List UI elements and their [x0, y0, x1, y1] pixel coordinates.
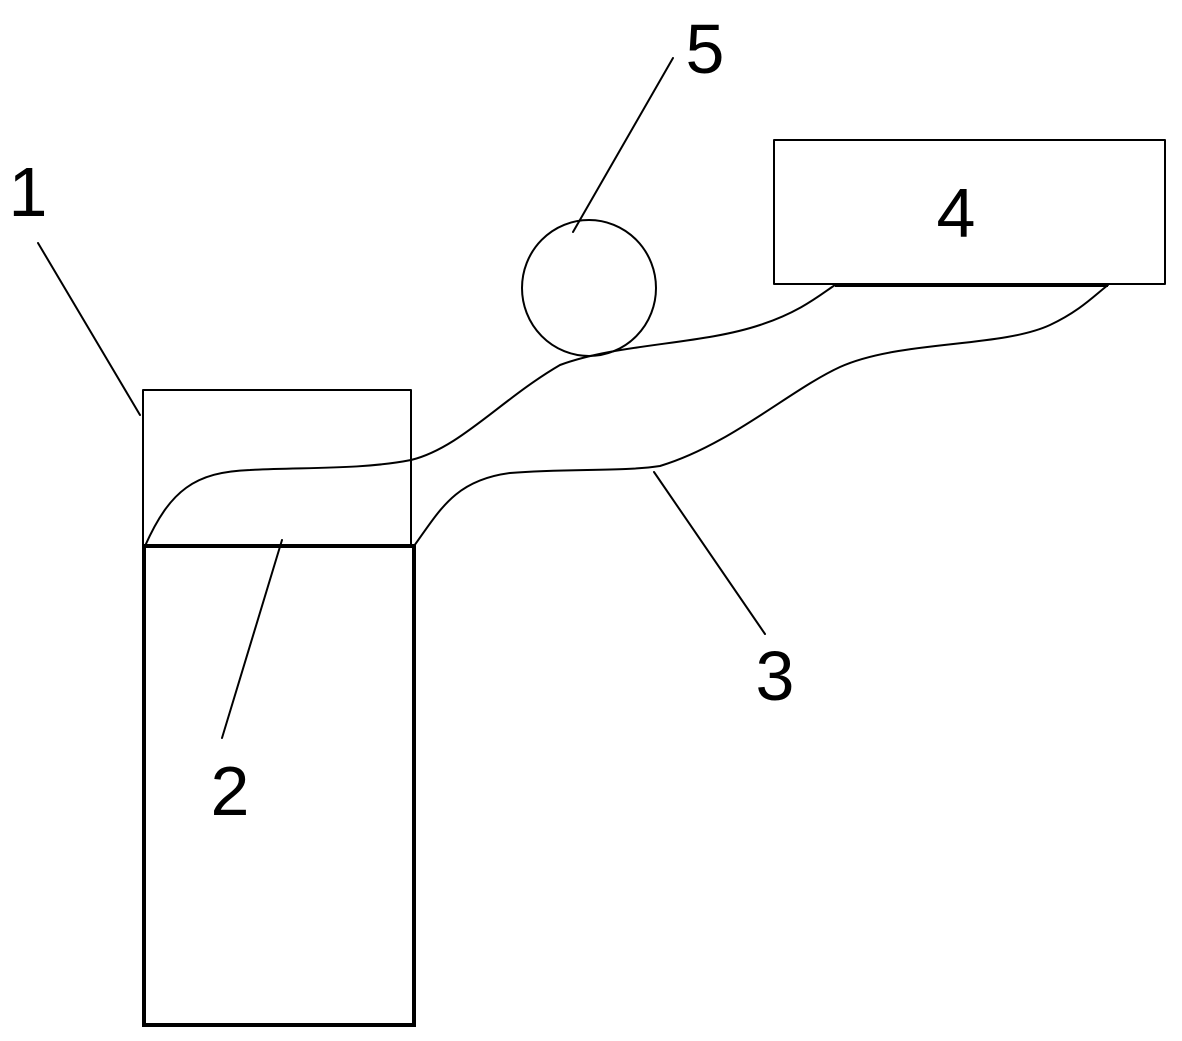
leader-line-2 — [221, 539, 283, 739]
hose-lower-edge — [413, 284, 1109, 547]
hose-upper-edge — [144, 284, 836, 547]
label-3: 3 — [756, 637, 795, 715]
label-1: 1 — [9, 153, 48, 231]
round-element — [521, 219, 657, 357]
leader-line-1 — [37, 242, 141, 416]
lower-container — [142, 544, 416, 1027]
leader-line-3 — [653, 471, 766, 635]
label-4: 4 — [937, 174, 976, 252]
leader-line-5 — [572, 57, 674, 233]
label-2: 2 — [211, 752, 250, 830]
label-5: 5 — [686, 10, 725, 88]
